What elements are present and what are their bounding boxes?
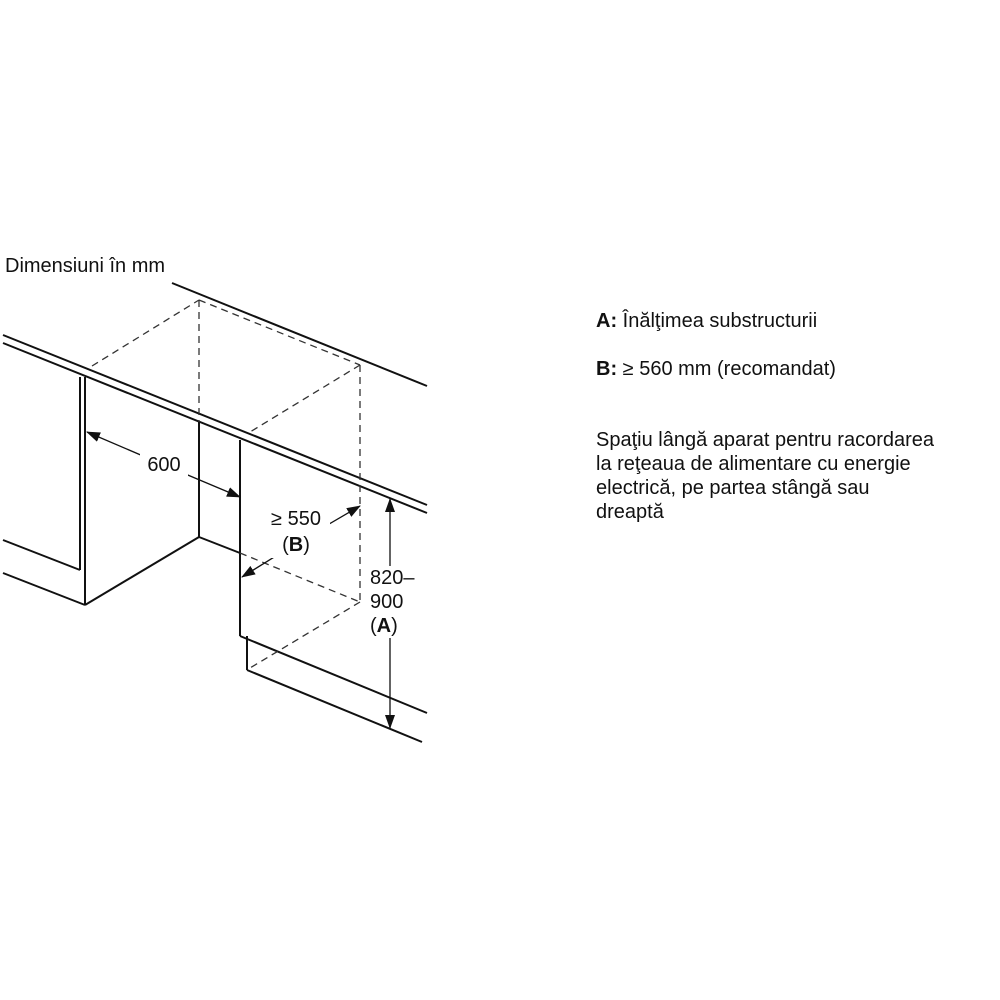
legend-b: B: ≥ 560 mm (recomandat) — [596, 357, 836, 381]
appliance-niche-dashed — [91, 299, 361, 669]
height-dimension-label: 820– 900 (A) — [370, 566, 420, 638]
height-value-1: 820– — [370, 567, 415, 589]
legend-a: A: Înălţimea substructurii — [596, 309, 817, 333]
diagram-caption: Dimensiuni în mm — [5, 255, 166, 277]
wall-back-line — [171, 282, 428, 387]
legend-a-key: A: — [596, 310, 618, 332]
depth-dimension-label: ≥ 550 (B) — [262, 506, 330, 558]
legend-a-text: Înălţimea substructurii — [622, 310, 818, 332]
note-line: electrică, pe partea stângă sau — [596, 477, 870, 499]
note-line: la reţeaua de alimentare cu energie — [596, 453, 911, 475]
countertop-bottom — [2, 342, 428, 514]
note-line: dreaptă — [596, 501, 664, 523]
depth-value: ≥ 550 — [271, 508, 321, 530]
legend-b-text: ≥ 560 mm (recomandat) — [622, 358, 836, 380]
legend-b-key: B: — [596, 358, 618, 380]
countertop-top — [2, 334, 428, 506]
height-key: A — [376, 615, 392, 637]
height-value-2: 900 — [370, 591, 404, 613]
note-line: Spaţiu lângă aparat pentru racordarea — [596, 429, 935, 451]
depth-key: B — [288, 534, 304, 556]
width-dimension-label: 600 — [140, 453, 188, 477]
legend-note: Spaţiu lângă aparat pentru racordarea la… — [596, 428, 934, 524]
